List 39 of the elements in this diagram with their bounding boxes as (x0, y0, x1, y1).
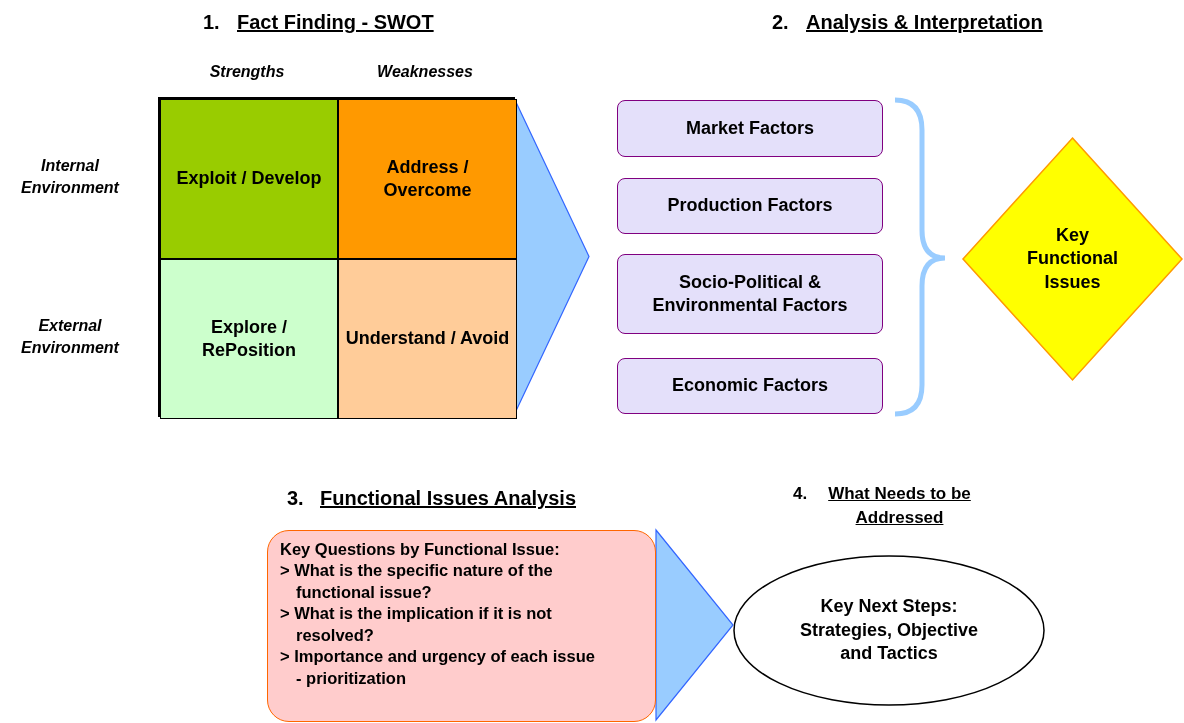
question-box (267, 530, 656, 722)
factor-box (617, 100, 883, 157)
swot-quadrant (160, 99, 338, 259)
section-heading: 1. (203, 10, 220, 35)
factor-box (617, 178, 883, 234)
box-label: Key Next Steps: Strategies, Objective and Tactics (798, 595, 980, 666)
question-text: > What is the specific nature of the functional issue? (280, 560, 554, 603)
quadrant-label: Address / Overcome (382, 155, 473, 202)
box-label: Key Functional Issues (1026, 223, 1119, 294)
decision-diamond (962, 137, 1183, 381)
swot-quadrant (338, 99, 517, 259)
question-text: Key Questions by Functional Issue: (280, 539, 561, 560)
factor-box (617, 254, 883, 334)
swot-quadrant (160, 259, 338, 419)
section-heading: What Needs to be Addressed (827, 483, 972, 529)
swot-grid (158, 97, 515, 417)
question-text: > What is the implication if it is not resolved? (280, 603, 553, 646)
axis-label: Strengths (208, 62, 286, 82)
box-label: Economic Factors (671, 374, 828, 398)
factor-box (617, 358, 883, 414)
section-heading: 2. (772, 10, 789, 35)
axis-label: Weaknesses (376, 62, 474, 82)
box-label: Socio-Political & Environmental Factors (651, 270, 849, 317)
quadrant-label: Explore / RePosition (201, 315, 297, 362)
ellipse-node (733, 555, 1045, 706)
section-heading: Fact Finding - SWOT (237, 10, 434, 35)
question-text: > Importance and urgency of each issue - prioritization (280, 646, 595, 689)
section-heading: 3. (287, 486, 304, 511)
quadrant-label: Understand / Avoid (345, 327, 510, 351)
box-label: Market Factors (685, 116, 815, 140)
swot-quadrant (338, 259, 517, 419)
chevron-arrow (655, 528, 734, 722)
box-label: Production Factors (667, 194, 833, 218)
section-heading: Analysis & Interpretation (806, 10, 1043, 35)
quadrant-label: Exploit / Develop (176, 167, 322, 191)
axis-label: External Environment (20, 316, 121, 359)
axis-label: Internal Environment (20, 156, 121, 199)
section-heading: Functional Issues Analysis (320, 486, 576, 511)
section-heading: 4. (793, 483, 808, 505)
